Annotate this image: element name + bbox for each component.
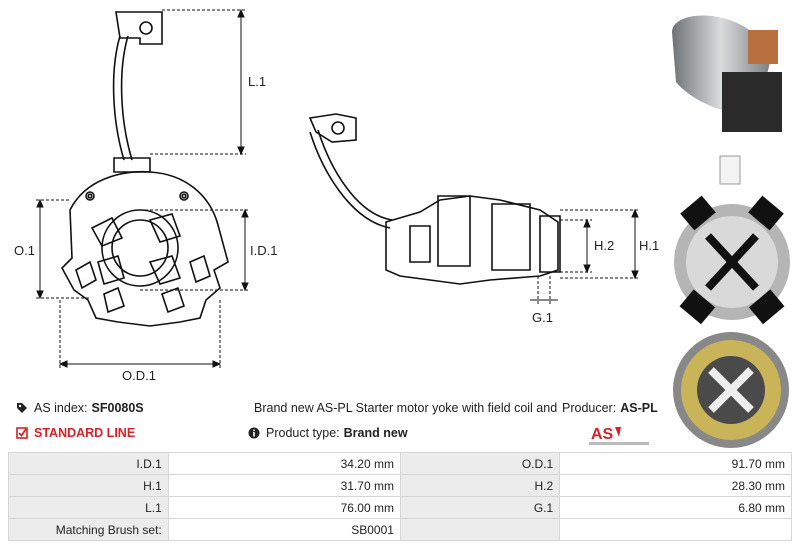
spec-value	[559, 518, 792, 541]
label-o1: O.1	[14, 243, 35, 258]
spec-value: 6.80 mm	[559, 496, 792, 519]
svg-text:AS: AS	[591, 426, 614, 443]
spec-label: I.D.1	[8, 452, 169, 475]
label-id1: I.D.1	[250, 243, 277, 258]
side-body	[385, 195, 559, 285]
product-info: AS index: SF0080S STANDARD LINE Brand ne…	[0, 395, 800, 450]
spec-label: Matching Brush set:	[8, 518, 169, 541]
description-text: Brand new AS-PL Starter motor yoke with …	[254, 401, 560, 415]
producer-value: AS-PL	[620, 401, 658, 415]
spec-label	[399, 518, 561, 541]
as-pl-logo: AS	[589, 426, 649, 445]
spec-table: I.D.1 34.20 mm O.D.1 91.70 mm H.1 31.70 …	[8, 452, 792, 541]
table-row: L.1 76.00 mm G.1 6.80 mm	[8, 496, 792, 519]
product-type-row: Product type: Brand new	[248, 426, 408, 440]
label-h2: H.2	[594, 238, 614, 253]
label-h1: H.1	[639, 238, 659, 253]
label-g1: G.1	[532, 310, 553, 325]
info-icon	[248, 427, 260, 439]
spec-value: 76.00 mm	[167, 496, 401, 519]
standard-line-text: STANDARD LINE	[34, 426, 136, 440]
table-row: H.1 31.70 mm H.2 28.30 mm	[8, 474, 792, 497]
spec-value: 34.20 mm	[167, 452, 401, 475]
product-type-value: Brand new	[343, 426, 408, 440]
spec-value: 31.70 mm	[167, 474, 401, 497]
checkbox-icon	[16, 427, 28, 439]
product-photo-yoke	[673, 332, 789, 448]
producer-label: Producer:	[562, 401, 617, 415]
product-type-label: Product type:	[266, 426, 340, 440]
as-index-value: SF0080S	[91, 401, 144, 415]
technical-drawing: L.1 O.1 I.D.1 O.D.1 H.1 H.2 G.1	[14, 8, 659, 383]
table-row: Matching Brush set: SB0001	[8, 518, 792, 541]
brush-plate-outline	[61, 170, 229, 327]
spec-label: H.1	[8, 474, 169, 497]
table-row: I.D.1 34.20 mm O.D.1 91.70 mm	[8, 452, 792, 475]
spec-value: 91.70 mm	[559, 452, 792, 475]
producer-row: Producer: AS-PL	[562, 401, 658, 415]
label-l1: L.1	[248, 74, 266, 89]
spec-label: L.1	[8, 496, 169, 519]
spec-label: H.2	[399, 474, 561, 497]
tag-icon	[17, 403, 27, 413]
matching-brush-set-link[interactable]: SB0001	[167, 518, 401, 541]
spec-value: 28.30 mm	[559, 474, 792, 497]
product-photo-brush-plate	[674, 155, 790, 325]
as-index-row: AS index: SF0080S	[16, 401, 144, 415]
label-od1: O.D.1	[122, 368, 156, 383]
standard-line-row: STANDARD LINE	[16, 426, 135, 440]
product-photo-side	[672, 15, 782, 132]
spec-label: G.1	[399, 496, 561, 519]
as-index-label: AS index:	[34, 401, 88, 415]
spec-label: O.D.1	[399, 452, 561, 475]
description-row: Brand new AS-PL Starter motor yoke with …	[248, 401, 560, 415]
terminal-tab	[115, 11, 163, 45]
